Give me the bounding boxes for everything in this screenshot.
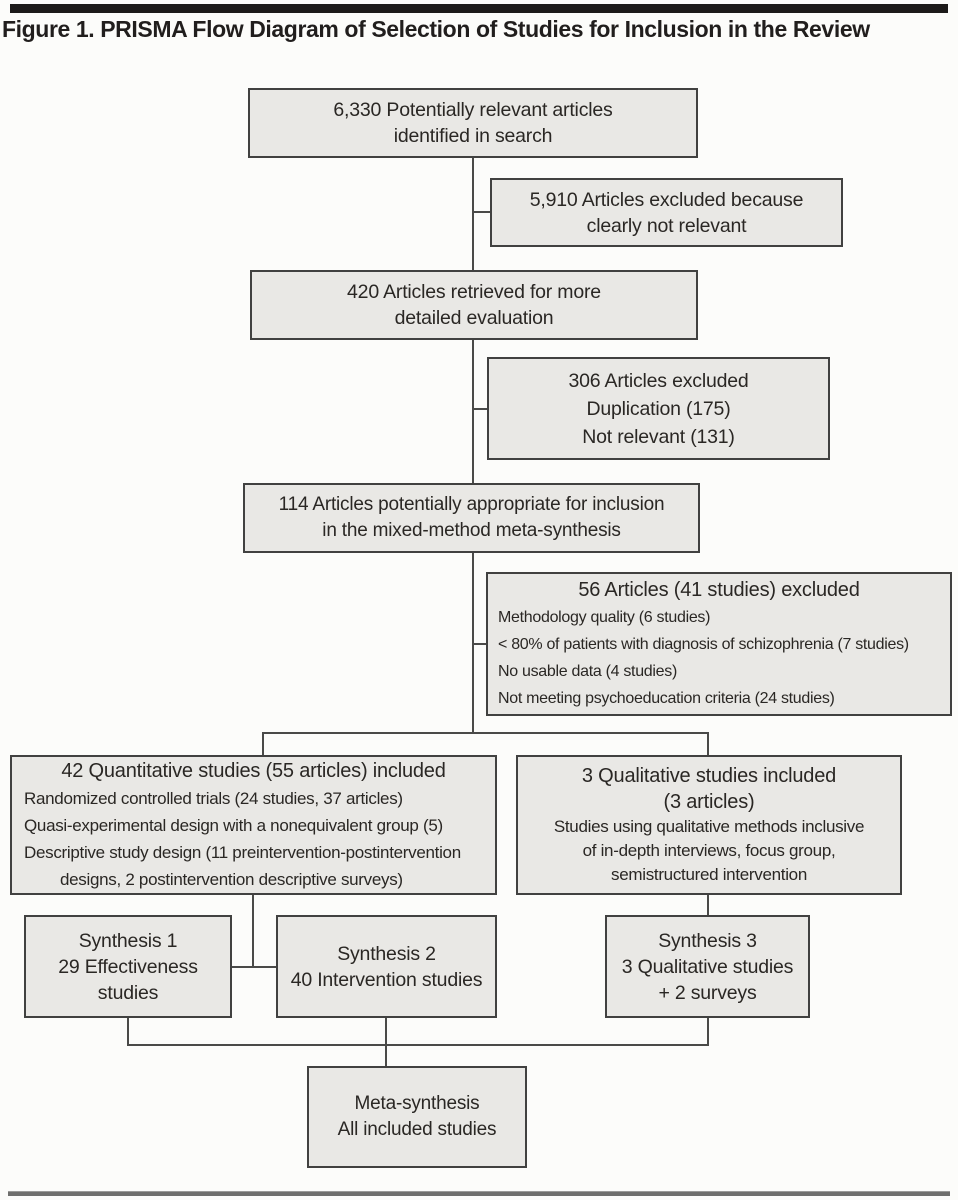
box-excluded-criteria: 56 Articles (41 studies) excluded Method… xyxy=(486,572,952,716)
box-text-line: 6,330 Potentially relevant articles xyxy=(333,99,613,121)
box-title: 3 Qualitative studies included xyxy=(581,765,837,787)
box-text-line: Quasi-experimental design with a nonequi… xyxy=(24,815,443,835)
box-text-line: 3 Qualitative studies xyxy=(621,955,794,978)
connector-collector-horizontal xyxy=(127,1044,709,1046)
box-text-line: 29 Effectiveness xyxy=(58,955,198,978)
box-text-line: semistructured intervention xyxy=(611,865,807,884)
connector-synthesis1-synthesis2-bridge xyxy=(232,966,276,968)
box-synthesis-3: Synthesis 3 3 Qualitative studies + 2 su… xyxy=(605,915,810,1018)
box-text-line: Duplication (175) xyxy=(586,397,731,420)
box-text-line: Synthesis 2 xyxy=(337,942,436,965)
connector-quantitative-down xyxy=(252,895,254,968)
box-text-line: All included studies xyxy=(337,1119,497,1140)
box-title: 56 Articles (41 studies) excluded xyxy=(578,578,860,601)
box-qualitative-studies: 3 Qualitative studies included (3 articl… xyxy=(516,755,902,895)
connector-identified-to-retrieved xyxy=(472,158,474,270)
connector-appropriate-to-branch xyxy=(472,553,474,734)
top-rule xyxy=(10,4,948,13)
box-text-line: Synthesis 3 xyxy=(658,929,757,952)
box-text-line: in the mixed-method meta-synthesis xyxy=(322,520,621,541)
bottom-rule xyxy=(8,1191,950,1196)
connector-stub-excluded-not-relevant xyxy=(474,211,490,213)
box-text-line: No usable data (4 studies) xyxy=(498,662,677,680)
box-quantitative-studies: 42 Quantitative studies (55 articles) in… xyxy=(10,755,497,895)
box-identified-articles: 6,330 Potentially relevant articles iden… xyxy=(248,88,698,158)
box-text-line: 420 Articles retrieved for more xyxy=(347,281,601,303)
box-text-line: clearly not relevant xyxy=(586,214,747,237)
box-text-line: Studies using qualitative methods inclus… xyxy=(553,817,865,836)
box-text-line: Methodology quality (6 studies) xyxy=(498,608,711,626)
box-text-line: identified in search xyxy=(393,125,553,147)
box-text-line: Not meeting psychoeducation criteria (24… xyxy=(498,689,835,707)
box-text-line: detailed evaluation xyxy=(394,307,554,329)
box-synthesis-2: Synthesis 2 40 Intervention studies xyxy=(276,915,497,1018)
box-text-line: Descriptive study design (11 preinterven… xyxy=(24,842,461,862)
box-title: (3 articles) xyxy=(663,791,755,813)
box-excluded-duplication: 306 Articles excluded Duplication (175) … xyxy=(487,357,830,460)
box-text-line: < 80% of patients with diagnosis of schi… xyxy=(498,635,909,653)
connector-drop-qualitative xyxy=(707,732,709,755)
box-text-line: Not relevant (131) xyxy=(582,425,735,448)
box-title: 42 Quantitative studies (55 articles) in… xyxy=(61,759,446,782)
figure-title: Figure 1. PRISMA Flow Diagram of Selecti… xyxy=(2,16,870,42)
box-text-line: 40 Intervention studies xyxy=(290,968,483,991)
connector-drop-quantitative xyxy=(262,732,264,755)
box-excluded-not-relevant: 5,910 Articles excluded because clearly … xyxy=(490,178,843,247)
box-text-line: + 2 surveys xyxy=(658,981,757,1004)
connector-retrieved-to-appropriate xyxy=(472,340,474,483)
box-text-line: Randomized controlled trials (24 studies… xyxy=(24,788,403,808)
box-text-line: designs, 2 postintervention descriptive … xyxy=(60,869,403,889)
box-text-line: of in-depth interviews, focus group, xyxy=(582,841,836,860)
connector-branch-horizontal xyxy=(262,732,709,734)
box-synthesis-1: Synthesis 1 29 Effectiveness studies xyxy=(24,915,232,1018)
box-text-line: 114 Articles potentially appropriate for… xyxy=(278,494,665,515)
connector-qualitative-to-synthesis3 xyxy=(707,895,709,915)
connector-synthesis3-drop xyxy=(707,1018,709,1046)
box-text-line: Synthesis 1 xyxy=(78,929,178,952)
box-meta-synthesis: Meta-synthesis All included studies xyxy=(307,1066,527,1168)
box-retrieved-articles: 420 Articles retrieved for more detailed… xyxy=(250,270,698,340)
box-text-line: Meta-synthesis xyxy=(354,1093,480,1114)
connector-stub-excluded-criteria xyxy=(474,643,486,645)
connector-stub-excluded-duplication xyxy=(474,408,487,410)
connector-synthesis2-to-meta xyxy=(385,1018,387,1066)
connector-synthesis1-drop xyxy=(127,1018,129,1046)
box-title: 306 Articles excluded xyxy=(568,369,749,392)
box-text-line: studies xyxy=(97,981,159,1004)
box-text-line: 5,910 Articles excluded because xyxy=(529,188,804,211)
box-appropriate-articles: 114 Articles potentially appropriate for… xyxy=(243,483,700,553)
